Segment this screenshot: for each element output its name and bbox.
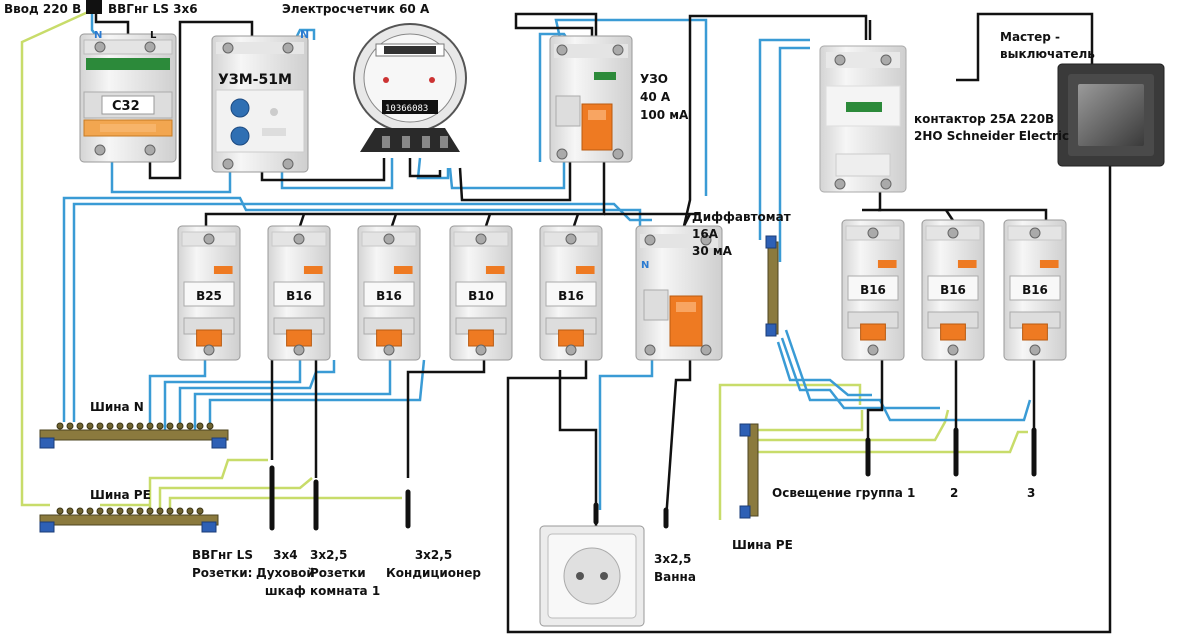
master-label-1: Мастер - bbox=[1000, 30, 1060, 44]
breaker-2-rating: B16 bbox=[286, 289, 312, 303]
rcd-label-2: 40 А bbox=[640, 90, 671, 104]
diff-label-3: 30 мА bbox=[692, 244, 732, 258]
phase-wires bbox=[94, 12, 1112, 634]
rcd-device bbox=[549, 35, 633, 163]
diff-n-marker: N bbox=[641, 260, 649, 271]
oven-label: 3х4 Духовой шкаф bbox=[256, 548, 315, 598]
uzm-model: УЗМ-51М bbox=[218, 72, 292, 88]
room-2: Розетки bbox=[310, 566, 366, 580]
light-breaker-3: B16 bbox=[1003, 219, 1067, 361]
light-breaker-2: B16 bbox=[921, 219, 985, 361]
master-switch bbox=[1057, 63, 1165, 167]
breaker-2: B16 bbox=[267, 225, 331, 361]
breaker-1-rating: B25 bbox=[196, 289, 222, 303]
main-breaker-rating: C32 bbox=[112, 99, 140, 114]
cable-type-label: ВВГнг LS Розетки: bbox=[192, 548, 253, 580]
n-marker: N bbox=[94, 30, 102, 41]
l-marker: L bbox=[150, 30, 157, 41]
breaker-3: B16 bbox=[357, 225, 421, 361]
ground-wires bbox=[20, 10, 1028, 520]
light-breaker-1-rating: B16 bbox=[860, 283, 886, 297]
breaker-4: B10 bbox=[449, 225, 513, 361]
master-switch-label: Мастер - выключатель bbox=[1000, 30, 1095, 61]
room-3: комната 1 bbox=[310, 584, 381, 598]
breaker-5-rating: B16 bbox=[558, 289, 584, 303]
bus-pe bbox=[39, 507, 219, 533]
input-label: Ввод 220 В bbox=[4, 2, 82, 16]
bath-label: 3х2,5 Ванна bbox=[654, 552, 696, 584]
room-1: 3х2,5 bbox=[310, 548, 348, 562]
light-group-1-label: Освещение группа 1 bbox=[772, 486, 916, 500]
light-breaker-1: B16 bbox=[841, 219, 905, 361]
diff-label-1: Диффавтомат bbox=[692, 210, 791, 224]
uzm-n-marker: N bbox=[300, 28, 309, 41]
bus-n bbox=[39, 422, 229, 449]
rcd-label: УЗО 40 А 100 мА bbox=[640, 72, 688, 122]
oven-2: Духовой bbox=[256, 566, 315, 580]
cable-type-2: Розетки: bbox=[192, 566, 253, 580]
bath-1: 3х2,5 bbox=[654, 552, 692, 566]
meter-counter: 10366083 bbox=[385, 104, 428, 114]
diff-breaker-label: Диффавтомат 16А 30 мА bbox=[692, 210, 791, 258]
breaker-3-rating: B16 bbox=[376, 289, 402, 303]
socket bbox=[539, 525, 645, 627]
ac-label: 3х2,5 Кондиционер bbox=[386, 548, 481, 580]
contactor-label: контактор 25А 220В 2НО Schneider Electri… bbox=[914, 112, 1069, 143]
input-cable-end bbox=[86, 0, 102, 14]
rcd-label-1: УЗО bbox=[640, 72, 668, 86]
light-breaker-3-rating: B16 bbox=[1022, 283, 1048, 297]
light-breaker-2-rating: B16 bbox=[940, 283, 966, 297]
main-breaker: N L C32 bbox=[79, 30, 177, 163]
contactor-label-1: контактор 25А 220В bbox=[914, 112, 1055, 126]
diff-label-2: 16А bbox=[692, 227, 718, 241]
oven-3: шкаф bbox=[264, 584, 306, 598]
bus-pe-right bbox=[739, 423, 759, 519]
bath-2: Ванна bbox=[654, 570, 696, 584]
contactor-label-2: 2НО Schneider Electric bbox=[914, 129, 1070, 143]
cable-ends bbox=[269, 427, 1037, 531]
bus-pe-label: Шина PE bbox=[90, 488, 151, 502]
ac-2: Кондиционер bbox=[386, 566, 482, 580]
breaker-5: B16 bbox=[539, 225, 603, 361]
master-label-2: выключатель bbox=[1000, 47, 1095, 61]
breaker-1: B25 bbox=[177, 225, 241, 361]
contactor bbox=[819, 45, 907, 193]
meter-label: Электросчетчик 60 А bbox=[282, 2, 430, 16]
neutral-wires bbox=[62, 12, 1032, 510]
input-cable-label: ВВГнг LS 3х6 bbox=[108, 2, 198, 16]
oven-1: 3х4 bbox=[273, 548, 298, 562]
ac-1: 3х2,5 bbox=[414, 548, 453, 562]
lighting-breaker-row: B16 B16 B16 bbox=[841, 219, 1067, 361]
room-label: 3х2,5 Розетки комната 1 bbox=[310, 548, 380, 598]
breaker-row: B25 B16 B16 B10 B16 bbox=[177, 225, 603, 361]
bus-n-label: Шина N bbox=[90, 400, 144, 414]
light-group-2-label: 2 bbox=[950, 486, 959, 500]
rcd-label-3: 100 мА bbox=[640, 108, 689, 122]
light-group-3-label: 3 bbox=[1027, 486, 1036, 500]
uzm-relay: N УЗМ-51М bbox=[211, 28, 309, 173]
electricity-meter: 10366083 bbox=[353, 23, 467, 152]
cable-type-1: ВВГнг LS bbox=[192, 548, 253, 562]
bus-n-right bbox=[765, 235, 779, 337]
diff-breaker: N bbox=[635, 225, 723, 361]
bus-pe-right-label: Шина PE bbox=[732, 538, 793, 552]
breaker-4-rating: B10 bbox=[468, 289, 494, 303]
